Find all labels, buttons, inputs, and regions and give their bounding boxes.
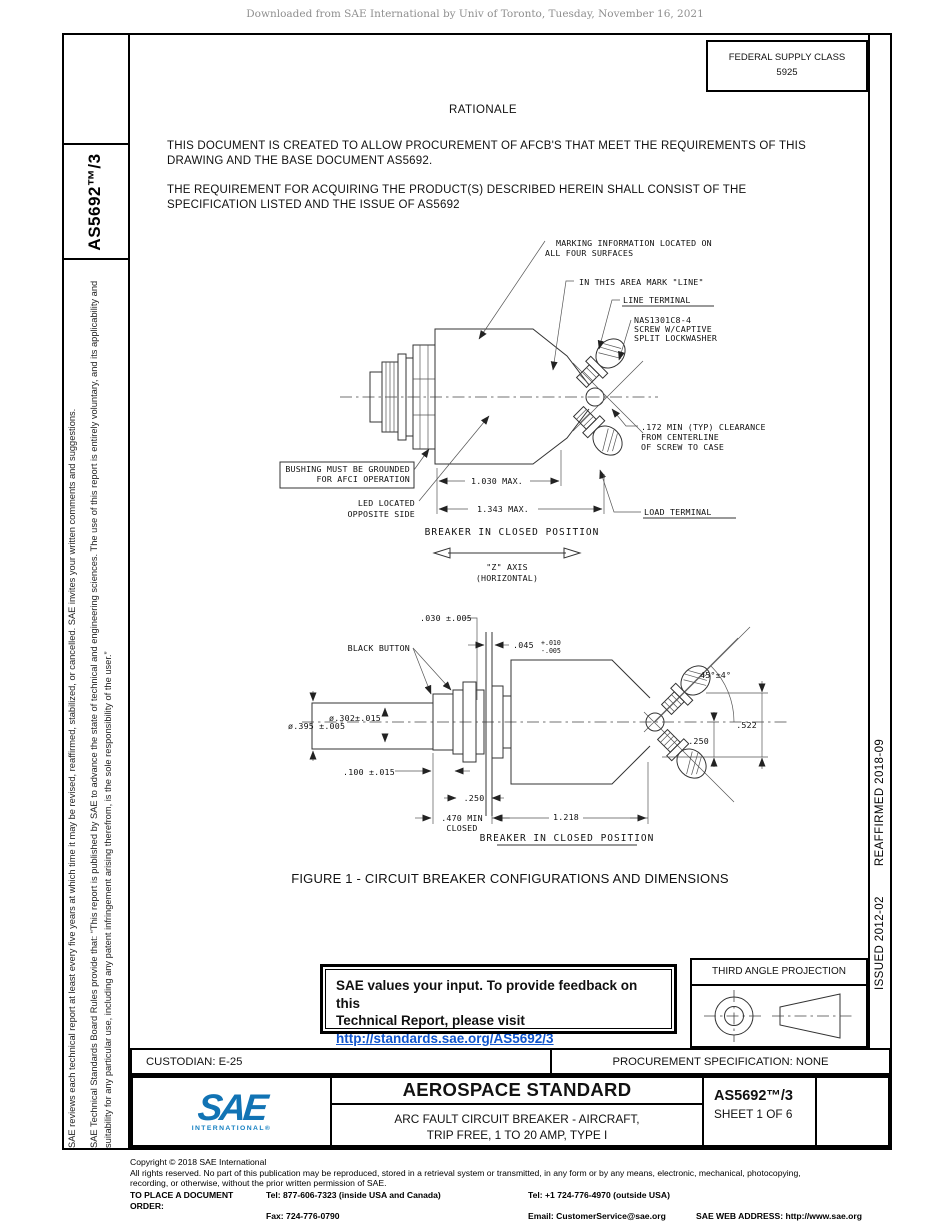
dim-470: .470 MIN (441, 813, 483, 823)
order-tel-inside: Tel: 877-606-7323 (inside USA and Canada… (266, 1189, 441, 1200)
label-bushing-1: BUSHING MUST BE GROUNDED (285, 464, 410, 474)
sidebar-empty-box (62, 33, 128, 145)
label-marking-1: MARKING INFORMATION LOCATED ON (556, 238, 712, 248)
document-title: ARC FAULT CIRCUIT BREAKER - AIRCRAFT, TR… (332, 1105, 702, 1145)
doc-code-vertical: AS5692™/3 (85, 152, 104, 251)
dim-045: .045 (513, 640, 534, 650)
order-email: Email: CustomerService@sae.org (528, 1211, 666, 1222)
feedback-box: SAE values your input. To provide feedba… (320, 964, 677, 1046)
line-terminal-screw (575, 338, 626, 389)
order-tel-outside: Tel: +1 724-776-4970 (outside USA) (528, 1189, 670, 1200)
order-label: TO PLACE A DOCUMENT ORDER: (130, 1189, 234, 1211)
order-fax: Fax: 724-776-0790 (266, 1211, 340, 1222)
dim-470-closed: CLOSED (446, 823, 477, 833)
feedback-line-1: SAE values your input. To provide feedba… (336, 978, 638, 1011)
label-black-button: BLACK BUTTON (348, 643, 410, 653)
sae-logo-subtext: INTERNATIONAL® (191, 1125, 272, 1133)
federal-supply-class-box: FEDERAL SUPPLY CLASS 5925 (706, 40, 868, 92)
label-closed-bottom: BREAKER IN CLOSED POSITION (480, 833, 655, 844)
label-line-terminal: LINE TERMINAL (623, 295, 691, 305)
sidebar-notice-rules: SAE Technical Standards Board Rules prov… (89, 280, 113, 1148)
label-marking-2: ALL FOUR SURFACES (545, 248, 633, 258)
dim-522: .522 (736, 720, 757, 730)
sae-logo-text: SAE (195, 1086, 268, 1128)
label-clearance-3: OF SCREW TO CASE (641, 442, 724, 452)
document-title-line1: ARC FAULT CIRCUIT BREAKER - AIRCRAFT, (394, 1112, 640, 1126)
feedback-link[interactable]: http://standards.sae.org/AS5692/3 (336, 1030, 554, 1046)
bottom-view: 45°±4° .522 .250 ø.395 ±.005 ø.302±.015 … (288, 613, 788, 846)
rationale-p2-line2: SPECIFICATION LISTED AND THE ISSUE OF AS… (167, 199, 460, 211)
dim-250-left: .250 (464, 793, 485, 803)
rationale-p1-line1: THIS DOCUMENT IS CREATED TO ALLOW PROCUR… (167, 140, 806, 152)
label-screw-3: SPLIT LOCKWASHER (634, 333, 717, 343)
third-angle-projection-symbol (704, 990, 854, 1042)
rationale-heading: RATIONALE (449, 104, 517, 116)
third-angle-projection-box: THIRD ANGLE PROJECTION (690, 958, 868, 1048)
figure-caption: FIGURE 1 - CIRCUIT BREAKER CONFIGURATION… (291, 871, 729, 886)
standard-type: AEROSPACE STANDARD (332, 1078, 702, 1105)
third-angle-projection-label: THIRD ANGLE PROJECTION (692, 960, 866, 986)
dim-045-tol-plus: +.010 (541, 639, 561, 647)
title-block: SAE INTERNATIONAL® AEROSPACE STANDARD AR… (130, 1075, 891, 1148)
load-terminal-screw (572, 405, 623, 456)
label-clearance-2: FROM CENTERLINE (641, 432, 719, 442)
copyright-line: Copyright © 2018 SAE International (130, 1157, 267, 1167)
issued-strip (868, 33, 895, 1048)
sae-logo: SAE INTERNATIONAL® (133, 1078, 332, 1145)
document-title-line2: TRIP FREE, 1 TO 20 AMP, TYPE I (426, 1127, 608, 1142)
dim-angle: 45°±4° (700, 670, 731, 680)
top-view: MARKING INFORMATION LOCATED ON ALL FOUR … (279, 238, 766, 583)
dim-302: ø.302±.015 (329, 713, 381, 723)
label-load-terminal: LOAD TERMINAL (644, 507, 712, 517)
rationale-p1-line2: DRAWING AND THE BASE DOCUMENT AS5692. (167, 155, 433, 167)
feedback-line-2: Technical Report, please visit (336, 1013, 525, 1029)
issued-date: ISSUED 2012-02 (874, 896, 886, 990)
rationale-p2-line1: THE REQUIREMENT FOR ACQUIRING THE PRODUC… (167, 184, 747, 196)
label-clearance-1: .172 MIN (TYP) CLEARANCE (641, 422, 766, 432)
sidebar-notice-reviews: SAE reviews each technical report at lea… (67, 408, 77, 1148)
left-sidebar: AS5692™/3 (62, 33, 130, 1150)
rights-line-2: recording, or otherwise, without the pri… (130, 1178, 387, 1189)
page-footer: Copyright © 2018 SAE International All r… (130, 1157, 896, 1222)
custodian-cell: CUSTODIAN: E-25 (132, 1050, 552, 1073)
label-screw-2: SCREW W/CAPTIVE (634, 324, 712, 334)
title-block-number: AS5692™/3 SHEET 1 OF 6 (704, 1078, 817, 1145)
label-led-1: LED LOCATED (358, 498, 415, 508)
dim-1030: 1.030 MAX. (471, 476, 523, 486)
label-led-2: OPPOSITE SIDE (347, 509, 415, 519)
rights-line-1: All rights reserved. No part of this pub… (130, 1167, 801, 1178)
document-number: AS5692™/3 (714, 1088, 793, 1104)
title-block-middle: AEROSPACE STANDARD ARC FAULT CIRCUIT BRE… (332, 1078, 704, 1145)
label-z-axis-2: (HORIZONTAL) (476, 573, 538, 583)
procurement-cell: PROCUREMENT SPECIFICATION: NONE (612, 1055, 829, 1068)
page-frame (62, 33, 892, 1150)
dim-250-right: .250 (688, 736, 709, 746)
custodian-row: CUSTODIAN: E-25 PROCUREMENT SPECIFICATIO… (130, 1048, 891, 1075)
sidebar-doc-code-box: AS5692™/3 (62, 145, 128, 260)
label-mark-line: IN THIS AREA MARK "LINE" (579, 277, 704, 287)
sheet-number: SHEET 1 OF 6 (714, 1107, 793, 1121)
title-block-empty-cell (817, 1078, 888, 1145)
dim-045-tol-minus: -.005 (541, 647, 561, 655)
figure-1-drawing: MARKING INFORMATION LOCATED ON ALL FOUR … (279, 238, 788, 846)
label-screw-1: NAS1301C8-4 (634, 315, 691, 325)
issued-strip-text: ISSUED 2012-02 REAFFIRMED 2018-09 (874, 730, 886, 990)
sidebar-legal-notes: SAE reviews each technical report at lea… (66, 266, 124, 1148)
fsc-label: FEDERAL SUPPLY CLASS (728, 52, 846, 63)
dim-100: .100 ±.015 (343, 767, 395, 777)
fsc-number: 5925 (776, 66, 798, 78)
download-banner: Downloaded from SAE International by Uni… (246, 8, 704, 20)
dim-030: .030 ±.005 (420, 613, 472, 623)
dim-1343: 1.343 MAX. (477, 504, 529, 514)
label-closed-top: BREAKER IN CLOSED POSITION (425, 527, 600, 538)
reaffirmed-date: REAFFIRMED 2018-09 (874, 738, 886, 867)
bottom-lower-screw (656, 728, 707, 779)
label-z-axis: "Z" AXIS (486, 562, 528, 572)
dim-395: ø.395 ±.005 (288, 721, 345, 731)
label-bushing-2: FOR AFCI OPERATION (316, 474, 410, 484)
rationale-body: THIS DOCUMENT IS CREATED TO ALLOW PROCUR… (167, 139, 873, 213)
order-web: SAE WEB ADDRESS: http://www.sae.org (696, 1211, 862, 1222)
dim-1218: 1.218 (553, 812, 579, 822)
bottom-upper-screw (660, 665, 711, 716)
